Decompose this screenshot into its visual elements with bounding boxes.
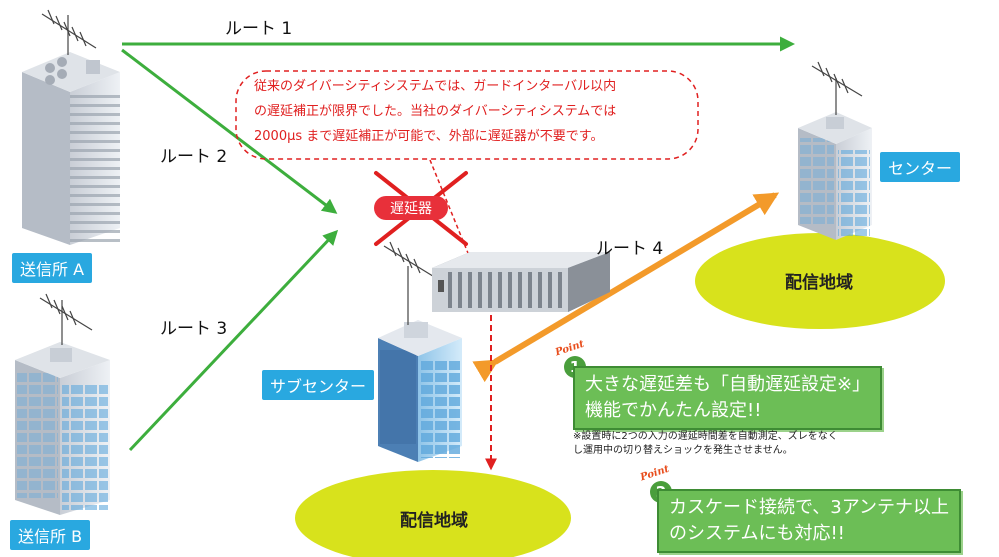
route-4-label: ルート 4	[596, 239, 664, 259]
note-line-3: 2000μs まで遅延補正が可能で、外部に遅延器が不要です。	[254, 129, 604, 144]
point-1-line-1: 大きな遅延差も「自動遅延設定※」	[585, 374, 871, 395]
point-2-line-2: のシステムにも対応!!	[669, 523, 845, 544]
center-tag: センター	[880, 152, 961, 182]
note-line-1: 従来のダイバーシティシステムでは、ガードインターバル以内	[254, 79, 617, 94]
footnote-line-1: ※設置時に2つの入力の遅延時間差を自動測定、ズレをなく	[573, 431, 838, 442]
station-a-antenna	[41, 9, 97, 55]
delay-link	[429, 159, 471, 259]
note-text: 従来のダイバーシティシステムでは、ガードインターバル以内 の遅延補正が限界でした…	[254, 74, 616, 149]
center-antenna	[811, 61, 863, 115]
delay-unit-badge: 遅延器	[374, 196, 448, 220]
note-cloud	[235, 70, 699, 160]
station-a-building	[22, 52, 120, 245]
point-1-line-2: 機能でかんたん設定!!	[585, 400, 762, 421]
area-label-right: 配信地域	[785, 273, 853, 293]
station-b-antenna	[39, 293, 93, 345]
station-a-tag: 送信所 A	[12, 253, 93, 283]
note-line-2: の遅延補正が限界でした。当社のダイバーシティシステムでは	[254, 104, 617, 119]
route-4-arrow	[472, 192, 780, 383]
route-2-arrow	[121, 48, 338, 214]
point-2-box: カスケード接続で、3アンテナ以上 のシステムにも対応!!	[657, 489, 962, 553]
area-ellipse-bottom	[295, 470, 571, 557]
area-label-bottom: 配信地域	[400, 511, 468, 531]
footnote-line-2: し運用中の切り替えショックを発生させません。	[573, 445, 793, 456]
station-b-building	[15, 342, 110, 515]
point-2-line-1: カスケード接続で、3アンテナ以上	[669, 497, 950, 518]
route-2-label: ルート 2	[160, 147, 228, 167]
route-3-label: ルート 3	[160, 319, 228, 339]
rack-device	[432, 252, 610, 312]
sub-center-tag: サブセンター	[262, 370, 375, 400]
route-1-label: ルート 1	[225, 19, 293, 39]
center-building	[798, 112, 872, 240]
footnote: ※設置時に2つの入力の遅延時間差を自動測定、ズレをなく し運用中の切り替えショッ…	[573, 430, 838, 458]
sub-center-building	[378, 320, 462, 462]
point-1-box: 大きな遅延差も「自動遅延設定※」 機能でかんたん設定!!	[573, 366, 883, 430]
sub-center-antenna	[383, 241, 437, 325]
station-b-tag: 送信所 B	[10, 520, 91, 550]
route-3-arrow	[128, 229, 339, 452]
